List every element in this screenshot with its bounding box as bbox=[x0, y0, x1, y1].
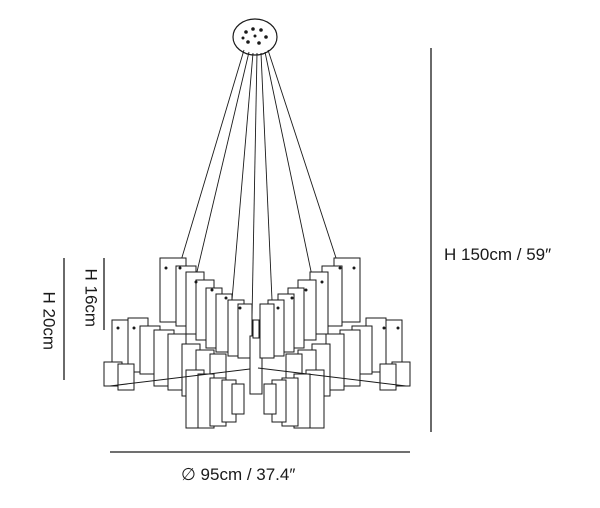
left-shade-cluster bbox=[103, 257, 259, 429]
suspension-cables bbox=[179, 49, 339, 319]
shade-height-small-label: H 16cm bbox=[81, 268, 101, 328]
shade-mount-holes bbox=[116, 266, 400, 330]
overall-height-label: H 150cm / 59″ bbox=[444, 245, 552, 264]
shade-height-large-label: H 20cm bbox=[39, 291, 59, 351]
diameter-label: ∅ 95cm / 37.4″ bbox=[181, 465, 296, 484]
ceiling-canopy bbox=[232, 18, 278, 56]
center-stem bbox=[249, 319, 263, 395]
right-shade-cluster bbox=[257, 257, 411, 429]
